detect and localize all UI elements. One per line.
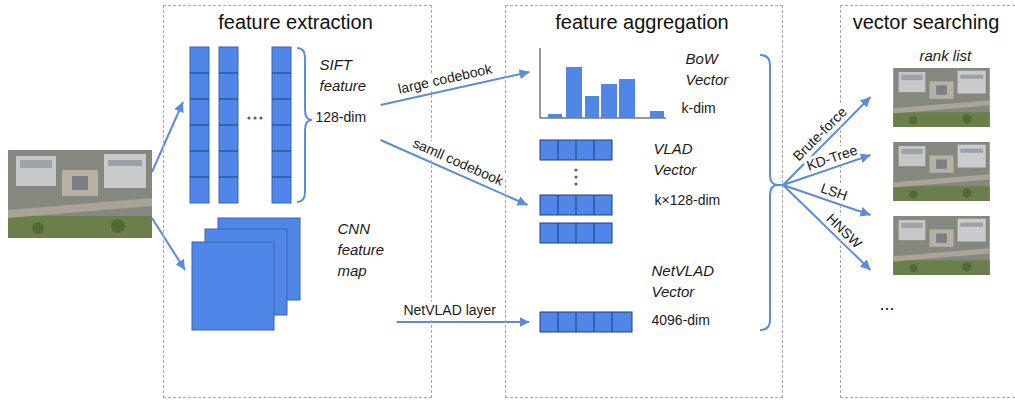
result-image (893, 216, 990, 275)
dimension-label: 128-dim (316, 108, 367, 128)
node-label: rank list (920, 45, 972, 66)
node-label: ... (880, 292, 895, 317)
netvlad-vector: NetVLAD Vector 4096-dim (530, 258, 760, 340)
connector-arrow (397, 321, 530, 323)
result-image (893, 68, 990, 127)
dimension-label: 4096-dim (652, 311, 710, 331)
ellipsis-dot (247, 116, 250, 119)
histogram-bar (566, 67, 582, 118)
vector-cell-lines (558, 312, 612, 332)
cnn-feature-map: CNN feature map (185, 212, 397, 337)
stage-panel: feature aggregationBoW Vector k-dimVLAD V… (505, 5, 783, 398)
brace (297, 48, 312, 202)
ellipsis-dot (253, 116, 256, 119)
edge-label: LSH (817, 179, 852, 205)
stage-panel: feature extractionSIFT feature 128-dimCNN… (163, 5, 432, 398)
ellipsis-dot (574, 175, 577, 178)
node-label: BoW Vector (686, 48, 740, 90)
vector-row (540, 195, 612, 215)
sift-cell-lines (190, 73, 291, 177)
ellipsis-dot (574, 168, 577, 171)
ellipsis-dot (574, 182, 577, 185)
dimension-label: k-dim (682, 99, 716, 119)
histogram-bar (601, 84, 617, 118)
stage-panel: vector searching rank list... (840, 5, 1015, 398)
vector-cell-lines (558, 223, 594, 243)
brace (760, 55, 778, 330)
panel-title: vector searching (840, 8, 1013, 36)
input-arrow (152, 102, 183, 172)
histogram-bar (650, 111, 664, 118)
vector-row (540, 312, 632, 332)
panel-title: feature extraction (163, 8, 429, 36)
vector-row (540, 223, 612, 243)
vector-cell-lines (558, 195, 594, 215)
edge-label: samll codebook (409, 134, 508, 190)
dimension-label: k×128-dim (655, 191, 721, 211)
bow-vector: BoW Vector k-dim (530, 45, 755, 125)
feature-map (192, 242, 274, 330)
panel-title: feature aggregation (505, 8, 780, 36)
ellipsis-dot (259, 116, 262, 119)
input-arrow (152, 218, 185, 270)
node-label: CNN feature map (338, 218, 394, 281)
vlad-vector: VLAD Vector k×128-dim (528, 135, 758, 250)
node-label: VLAD Vector (654, 138, 708, 180)
histogram-bar (585, 96, 599, 118)
edge-label: NetVLAD layer (401, 302, 498, 319)
rank-list: rank list... (871, 44, 1013, 334)
histogram-bar (619, 79, 635, 118)
result-image (893, 142, 990, 201)
edge-label: large codebook (395, 60, 496, 98)
histogram-axes (540, 48, 666, 118)
connector-arrow (783, 97, 871, 185)
node-label: SIFT feature (320, 54, 378, 96)
edge-label: HNSW (822, 208, 867, 253)
histogram-bar (548, 114, 562, 118)
node-label: NetVLAD Vector (652, 260, 724, 302)
sift-feature: SIFT feature 128-dim (185, 42, 381, 207)
vector-row (540, 140, 612, 160)
vector-cell-lines (558, 140, 594, 160)
input-image (8, 150, 152, 238)
